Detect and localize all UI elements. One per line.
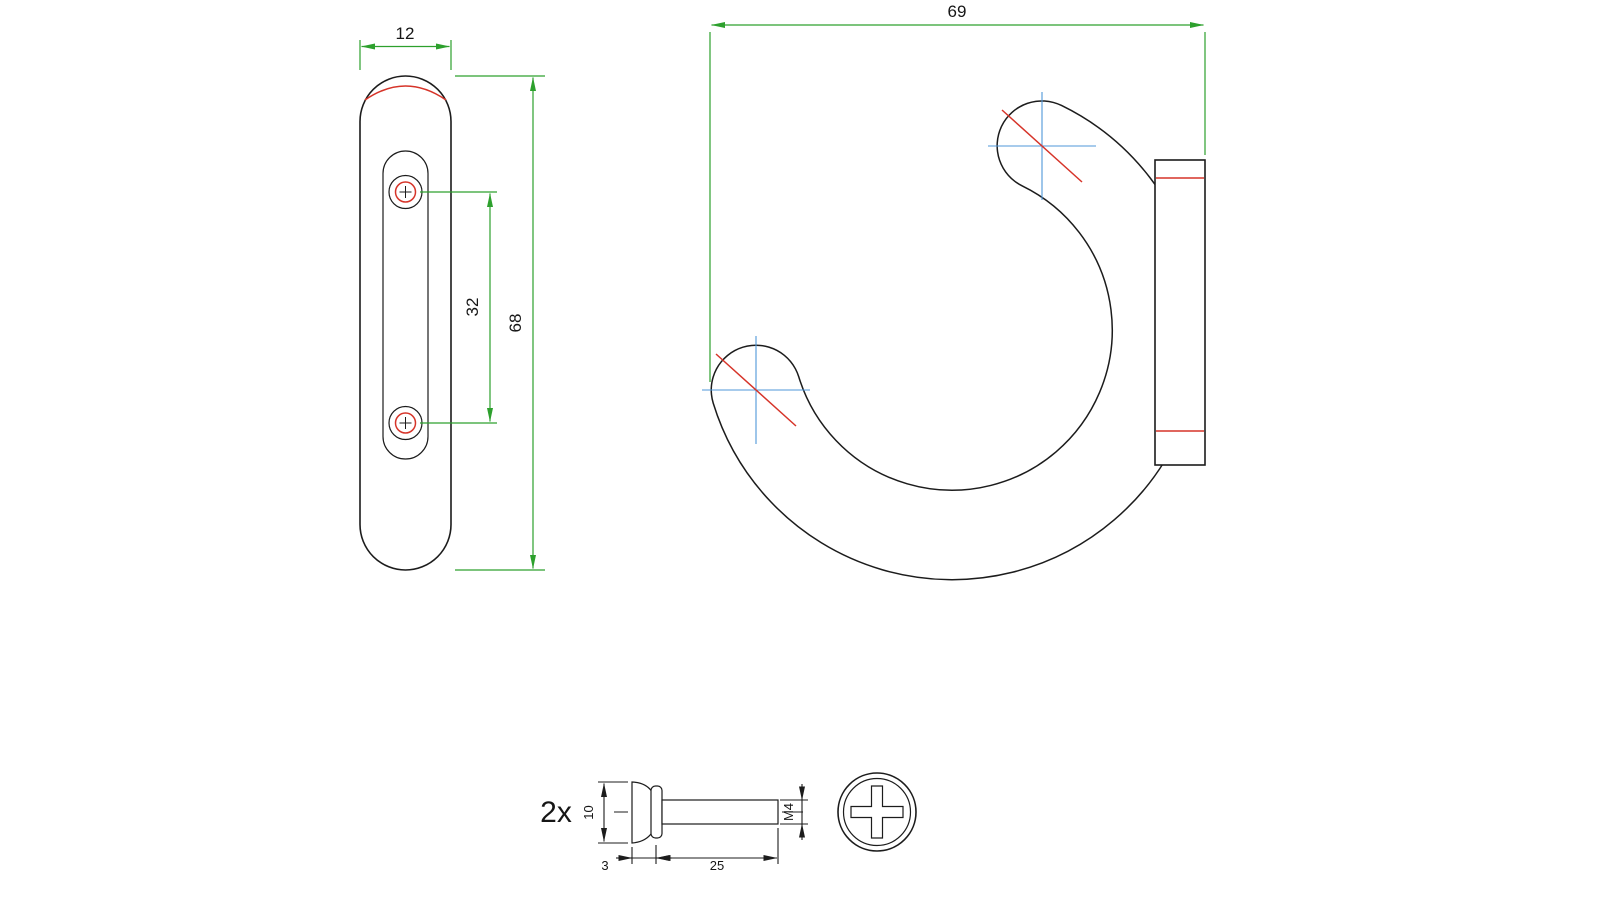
extension-lines	[359, 40, 452, 70]
dim-text-head-diameter: 10	[581, 805, 596, 819]
tip-highlight-top	[1001, 109, 1083, 183]
extension-lines	[598, 781, 628, 844]
hole-thread-circle	[394, 181, 417, 203]
hook-body-fill	[712, 101, 1201, 579]
plate-outline	[359, 75, 452, 571]
plate-recess-outline	[382, 150, 429, 460]
hole-center-cross-icon	[399, 417, 412, 429]
dim-text-shaft-length: 25	[710, 858, 724, 873]
screw-shaft	[661, 799, 779, 825]
screw-front-view	[837, 772, 917, 852]
dim-shaft-length: 25	[656, 828, 779, 873]
head-inner-circle	[842, 777, 912, 847]
dim-text-plate-height: 68	[506, 314, 525, 333]
dim-plate-width: 12	[359, 24, 452, 70]
hole-center-cross-icon	[399, 186, 412, 198]
dim-text-thread: M4	[781, 803, 796, 821]
dim-hook-width: 69	[709, 2, 1206, 382]
dim-hole-spacing: 32	[420, 191, 497, 424]
dim-head-diameter: 10	[581, 781, 628, 844]
screw-hole-top	[388, 174, 423, 210]
screw-head-flange	[650, 785, 663, 839]
dim-text-hook-width: 69	[948, 2, 967, 21]
side-view: 12 68 32	[359, 24, 545, 571]
extension-lines	[709, 32, 1206, 382]
screw-side-view: 2x 10 3 25 M4	[540, 781, 808, 873]
hole-thread-circle	[394, 412, 417, 434]
dim-head-height: 3	[601, 845, 672, 873]
dim-plate-height: 68	[455, 75, 545, 571]
dim-text-hole-spacing: 32	[463, 298, 482, 317]
dim-text-plate-width: 12	[396, 24, 415, 43]
dim-text-head-height: 3	[601, 858, 608, 873]
tip-highlight-left	[715, 353, 797, 427]
extension-lines	[631, 845, 657, 864]
dim-thread: M4	[780, 784, 808, 840]
head-outer-circle	[837, 772, 917, 852]
extension-lines	[455, 75, 545, 571]
screw-hole-bottom	[388, 405, 423, 441]
plate-top-edge-highlight	[364, 85, 447, 101]
extension-lines	[420, 191, 497, 424]
front-view: 69	[702, 2, 1206, 581]
phillips-cross-icon	[850, 785, 904, 839]
mounting-plate-edge	[1154, 159, 1206, 466]
quantity-label: 2x	[540, 796, 572, 829]
